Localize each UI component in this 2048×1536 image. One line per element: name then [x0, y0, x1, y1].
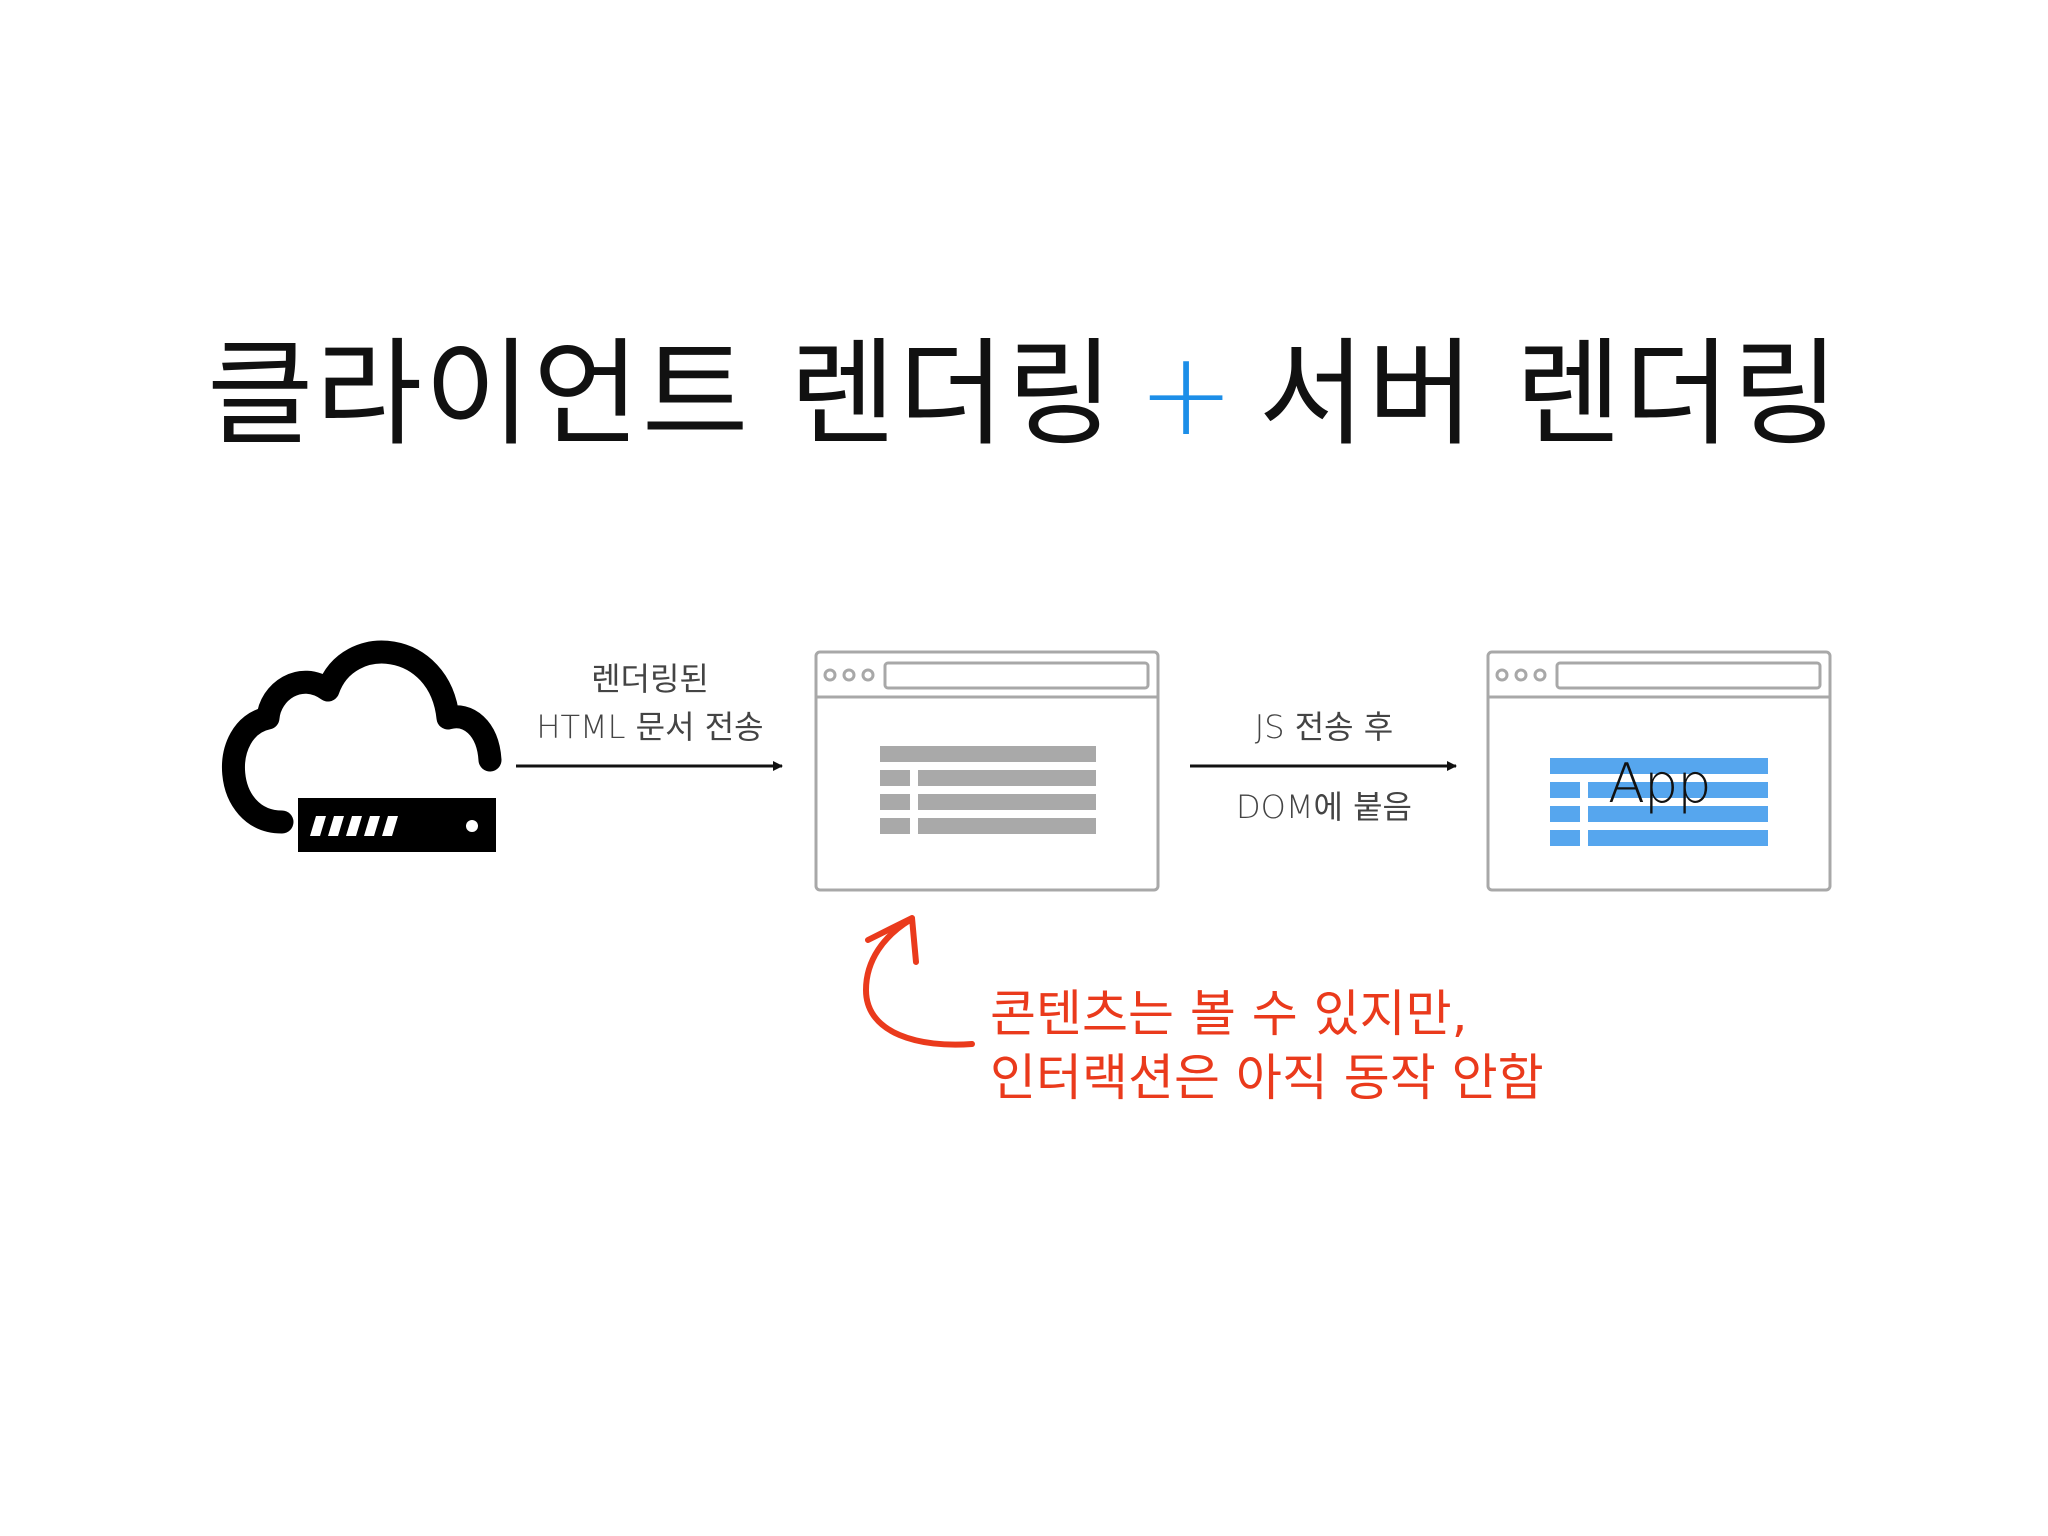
app-label: App	[1608, 752, 1711, 815]
note-line2: 인터랙션은 아직 동작 안함	[990, 1049, 1544, 1107]
browser-app	[1486, 650, 1832, 892]
title-plus: +	[1137, 327, 1237, 462]
cloud-server-icon	[222, 640, 502, 852]
note-line1: 콘텐츠는 볼 수 있지만,	[990, 985, 1468, 1043]
note-text: 콘텐츠는 볼 수 있지만, 인터랙션은 아직 동작 안함	[990, 982, 1544, 1110]
arrow1-label-line2: HTML 문서 전송	[536, 708, 764, 746]
browser-rendered	[814, 650, 1160, 892]
arrow2-label-above: JS 전송 후	[1254, 708, 1394, 746]
arrow2-label-below: DOM에 붙음	[1236, 788, 1412, 826]
title-client-rendering: 클라이언트 렌더링	[206, 327, 1116, 462]
app-table	[1550, 758, 1768, 846]
slide-title: 클라이언트 렌더링+서버 렌더링	[0, 300, 2048, 468]
rendered-table	[880, 746, 1096, 834]
title-server-rendering: 서버 렌더링	[1258, 327, 1842, 462]
arrow1-label-line1: 렌더링된	[591, 660, 709, 698]
curved-arrow-icon	[862, 915, 975, 1048]
